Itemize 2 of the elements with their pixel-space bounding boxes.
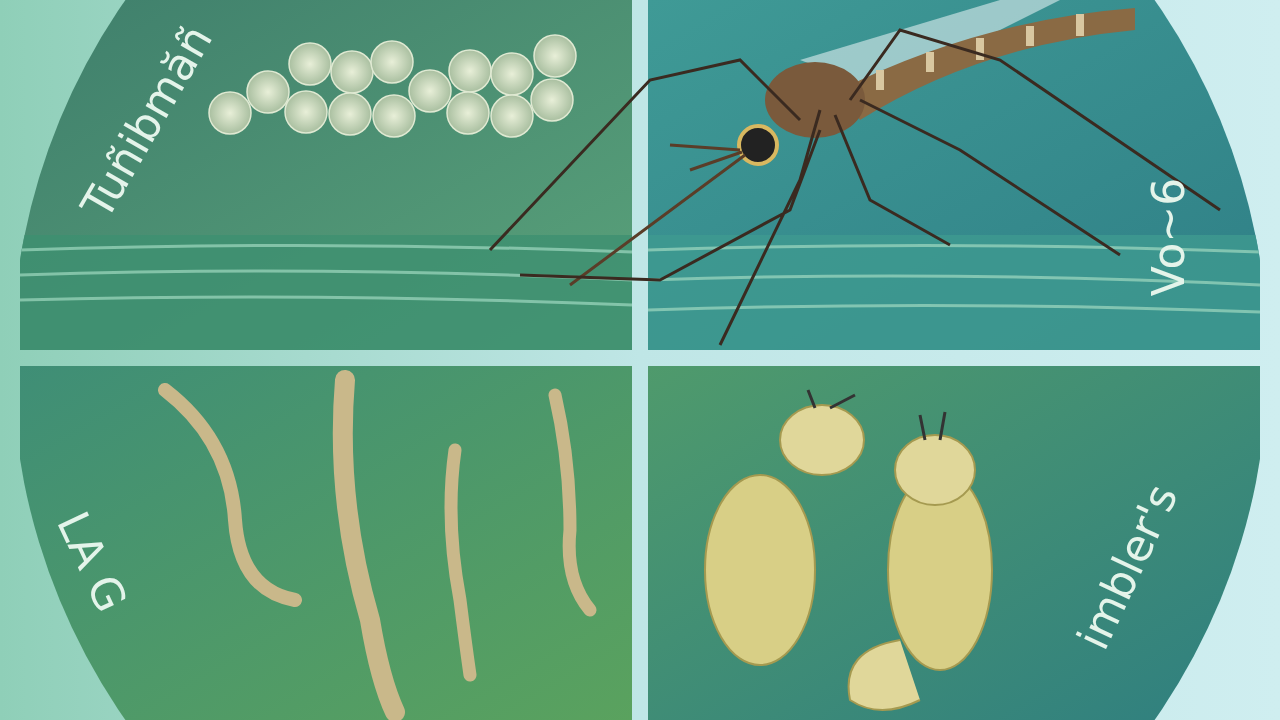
- stage-label: LA G: [50, 505, 134, 619]
- stage-label: Vo~6: [1147, 177, 1192, 297]
